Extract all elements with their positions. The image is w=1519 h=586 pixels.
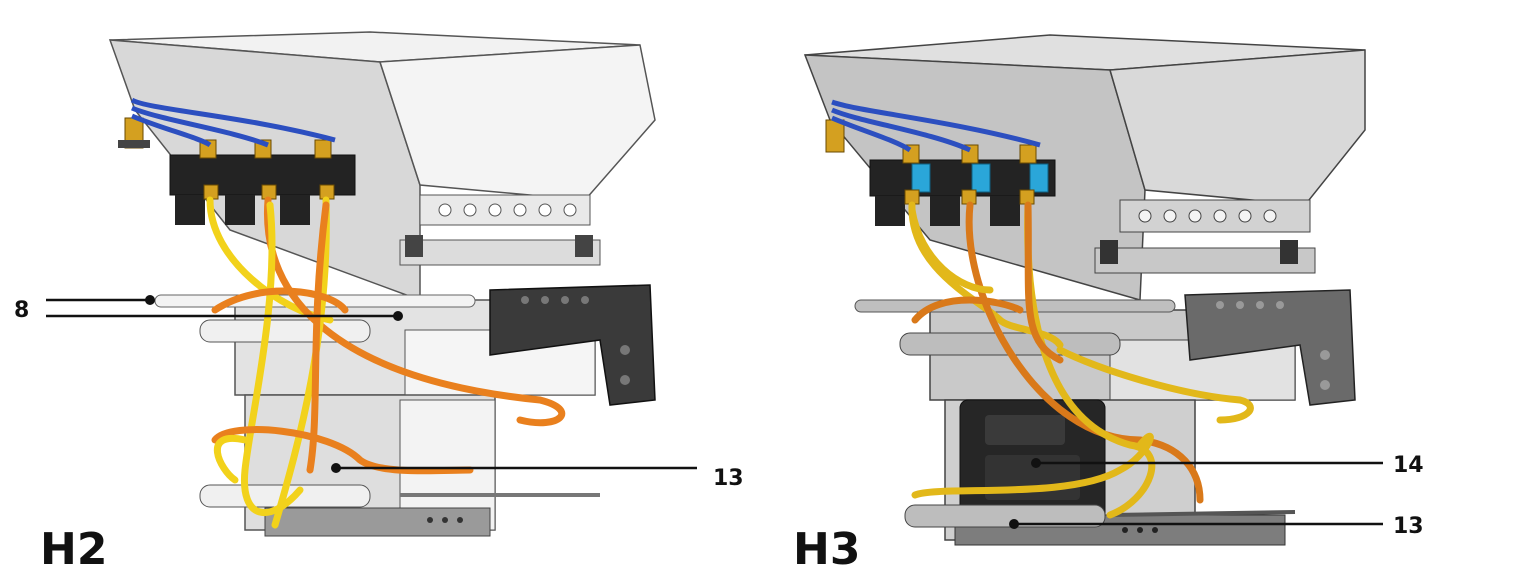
h2-base-plate bbox=[264, 507, 491, 537]
h2-hopper-right-face bbox=[378, 44, 656, 201]
h3-cylinder-lower bbox=[904, 504, 1106, 528]
h3-base-plate bbox=[954, 514, 1286, 546]
leader-dot bbox=[1009, 519, 1019, 529]
leader-dot bbox=[1031, 458, 1041, 468]
callout-number: 14 bbox=[1393, 453, 1424, 478]
callout-h2-8: 8 bbox=[14, 295, 403, 323]
callout-number: 13 bbox=[1393, 514, 1424, 539]
h2-assembly bbox=[108, 31, 656, 537]
h3-assembly bbox=[803, 34, 1366, 546]
callout-number: 13 bbox=[713, 466, 744, 491]
h3-hopper-right-face bbox=[1109, 49, 1366, 206]
panel-label-h2: H2 bbox=[40, 524, 107, 575]
h3-mounting-bracket bbox=[1184, 289, 1356, 406]
callout-h2-13: 13 bbox=[331, 463, 744, 491]
h2-cylinder-upper bbox=[199, 319, 371, 343]
leader-dot bbox=[331, 463, 341, 473]
callout-number: 8 bbox=[14, 298, 29, 323]
callout-h3-13: 13 bbox=[1009, 514, 1424, 539]
callout-h3-14: 14 bbox=[1031, 453, 1424, 478]
leader-dot bbox=[145, 295, 155, 305]
panel-label-h3: H3 bbox=[793, 524, 860, 575]
leader-dot bbox=[393, 311, 403, 321]
h2-mounting-bracket bbox=[489, 284, 656, 406]
